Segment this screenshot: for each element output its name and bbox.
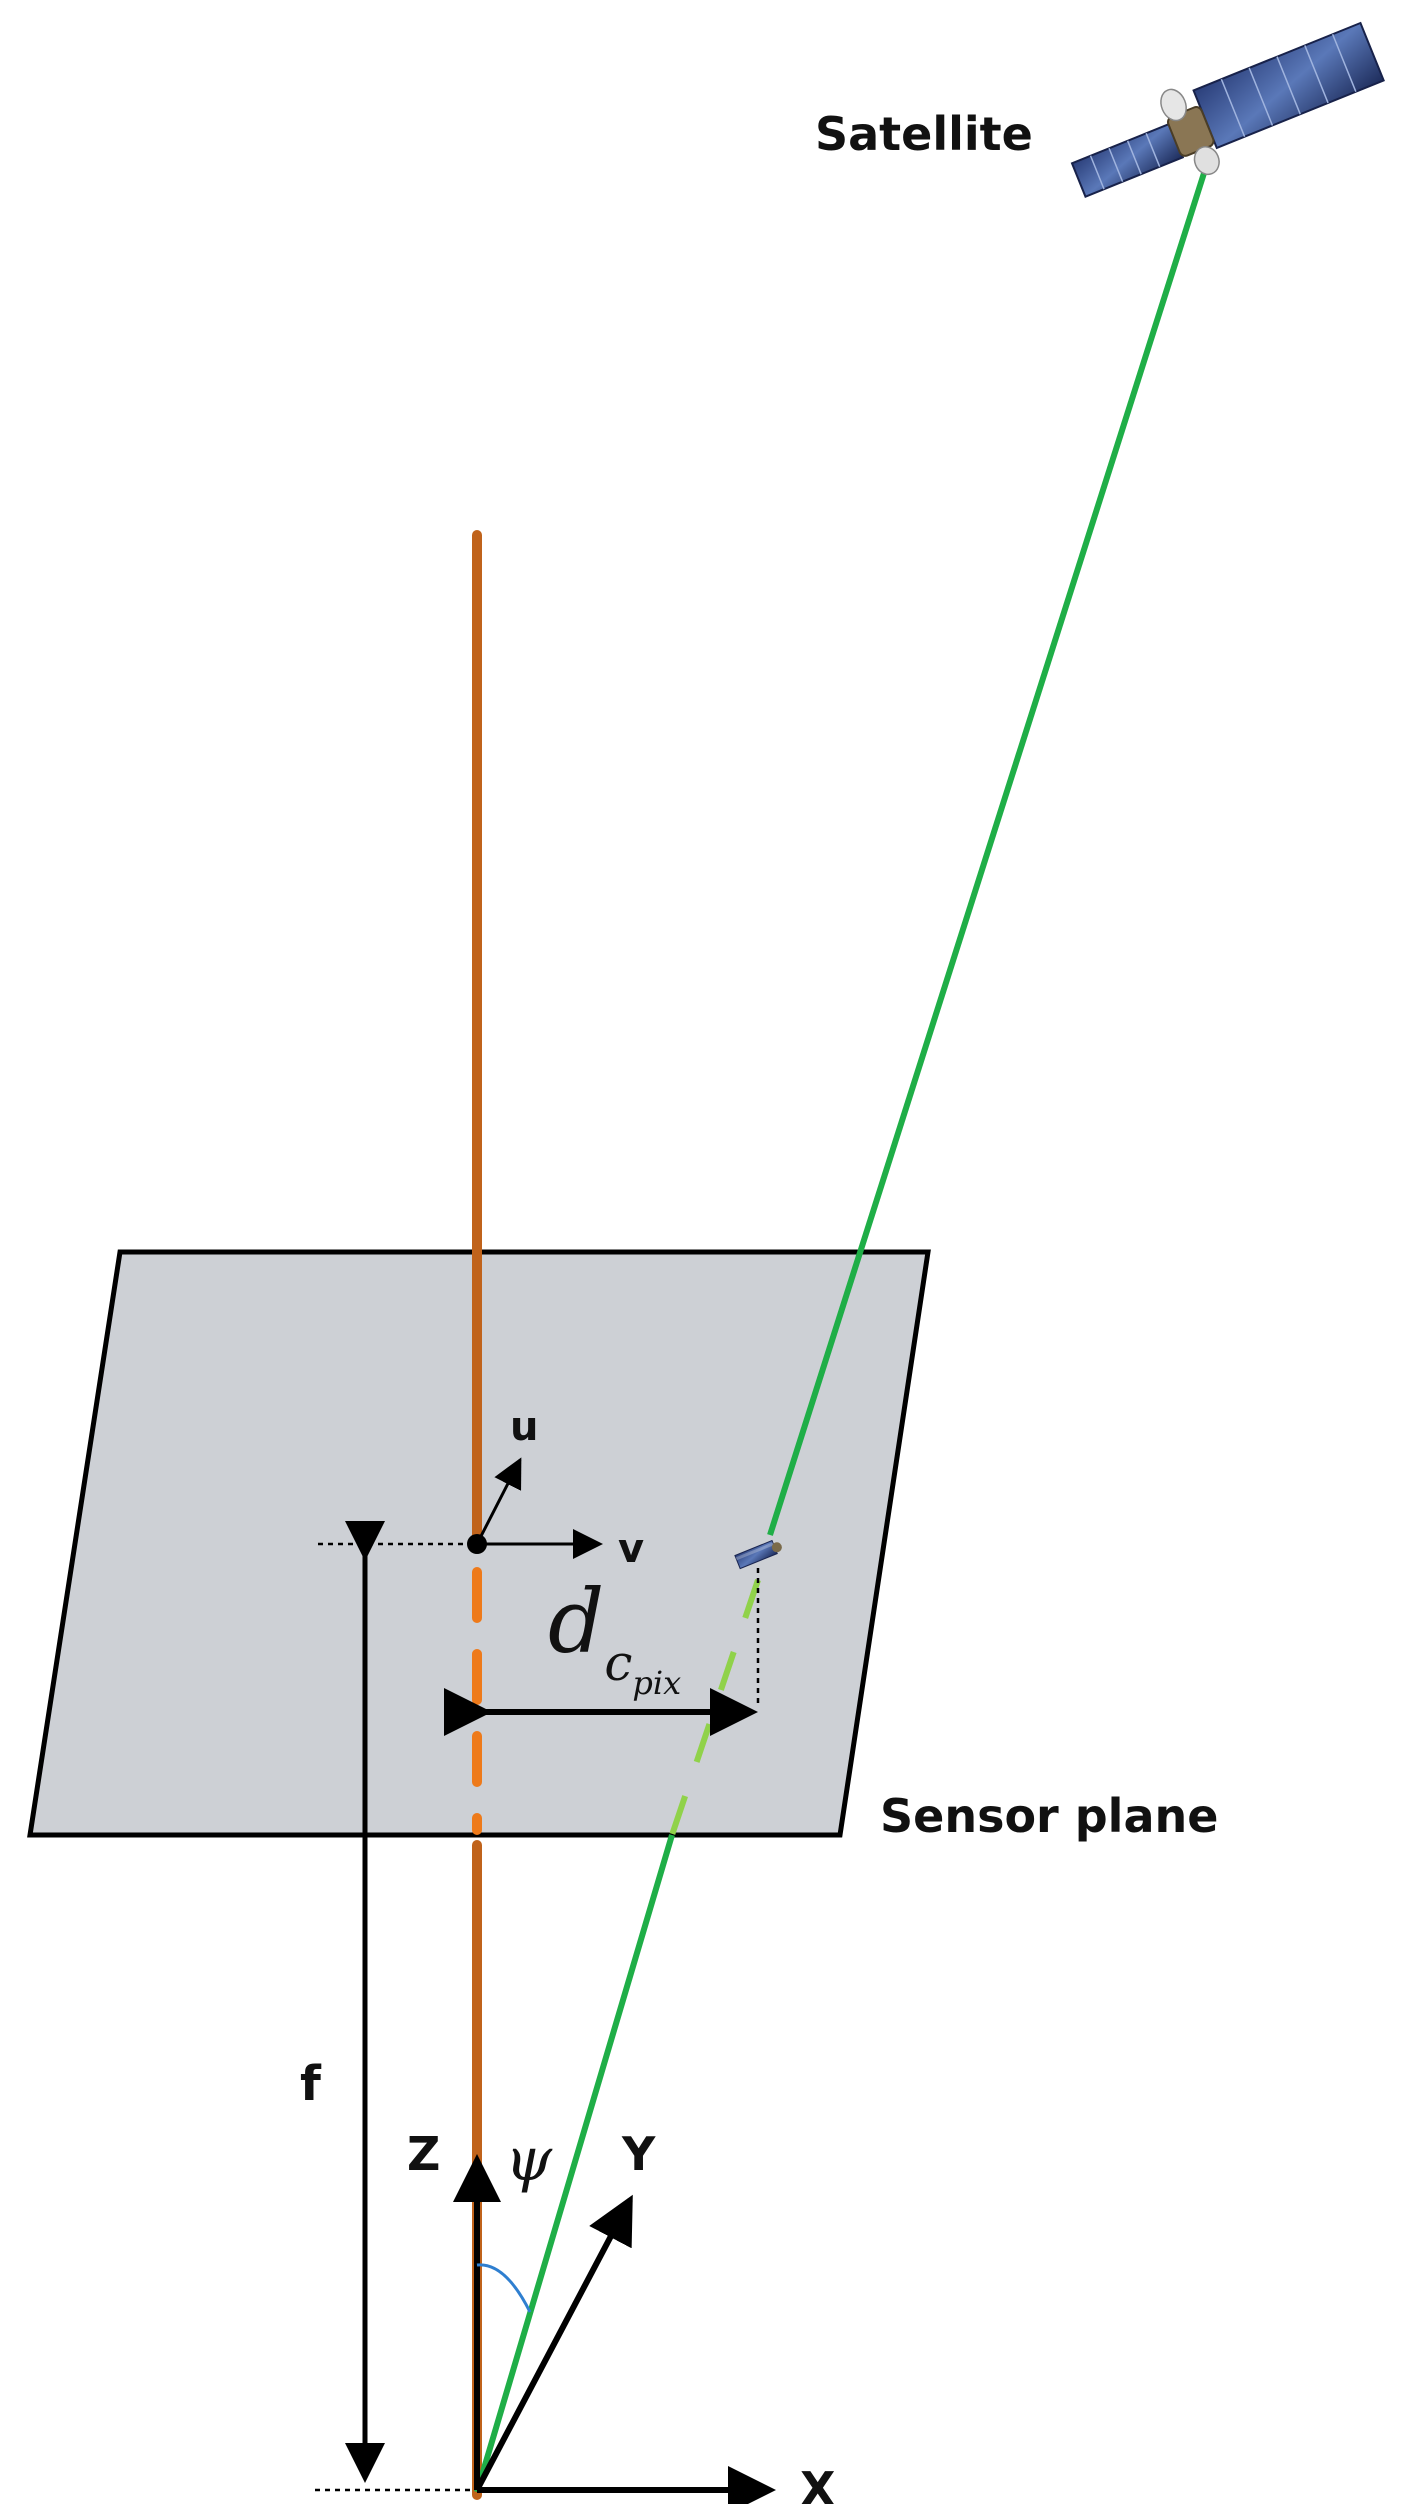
axis-v-label: v: [618, 1526, 644, 1572]
axis-z-label: Z: [407, 2127, 440, 2181]
axis-y-arrow: [474, 2194, 633, 2492]
distance-subsubscript: pix: [632, 1664, 681, 1702]
axis-y-label: Y: [621, 2127, 656, 2181]
axis-u-label: u: [510, 1404, 538, 1450]
focal-length-label: f: [300, 2056, 322, 2112]
axis-x-label: X: [800, 2462, 835, 2504]
satellite-label: Satellite: [815, 107, 1033, 161]
distance-label: dcpix: [548, 1570, 681, 1702]
distance-symbol: d: [548, 1570, 604, 1673]
line-of-sight-upper: [767, 169, 1208, 1536]
satellite-icon: [1070, 21, 1385, 198]
sensor-plane-label: Sensor plane: [880, 1789, 1218, 1843]
distance-subscript: c: [604, 1634, 632, 1692]
angle-arc: [476, 2263, 532, 2313]
line-of-sight-lower: [474, 1834, 675, 2493]
satellite-image-icon: [734, 1539, 782, 1570]
angle-label: ψ: [505, 2125, 553, 2195]
axis-u-arrow: [475, 1457, 522, 1545]
